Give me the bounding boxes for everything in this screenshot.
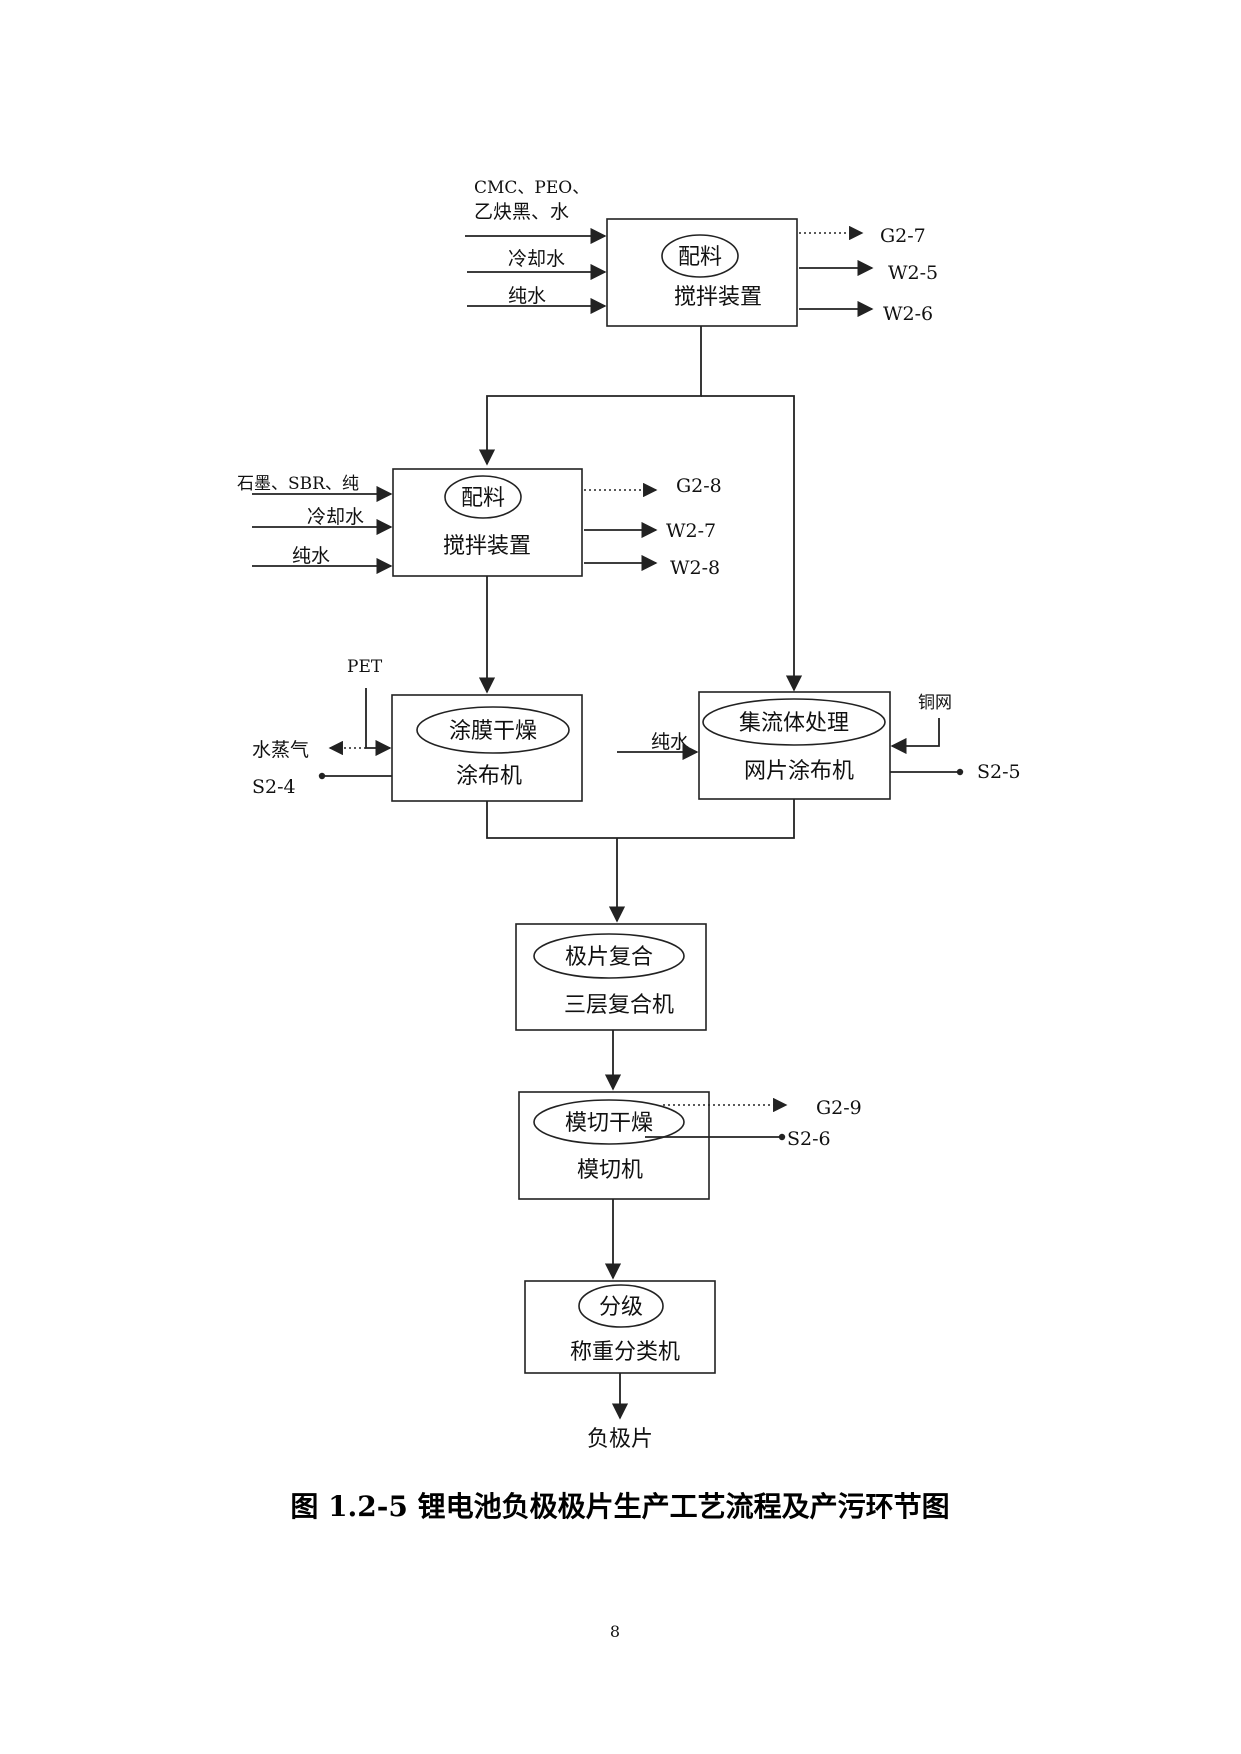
box1-split-connector xyxy=(478,326,803,692)
box5-sub: 三层复合机 xyxy=(564,993,674,1018)
box7-grading: 分级 称重分类机 xyxy=(524,1280,716,1374)
box1-output-w25: W2-5 xyxy=(888,262,938,284)
box3-title: 涂膜干燥 xyxy=(449,719,537,744)
box6-sub: 模切机 xyxy=(577,1158,643,1183)
box2-output-g28: G2-8 xyxy=(676,475,722,497)
box3-sub: 涂布机 xyxy=(456,764,522,789)
box6-output-s26: S2-6 xyxy=(787,1128,831,1150)
box3-coating-dryer: 涂膜干燥 涂布机 xyxy=(391,694,583,802)
box2-sub: 搅拌装置 xyxy=(443,534,531,559)
box7-title: 分级 xyxy=(599,1295,643,1320)
box1-input-1: CMC、PEO、 xyxy=(474,178,589,198)
box1-input-2: 乙炔黑、水 xyxy=(474,201,569,223)
box2-output-w28: W2-8 xyxy=(670,557,720,579)
box2-input-2: 冷却水 xyxy=(307,506,364,528)
box2-outputs: G2-8 W2-7 W2-8 xyxy=(584,475,722,579)
box3-input-pet: PET xyxy=(347,657,383,677)
box1-inputs: CMC、PEO、 乙炔黑、水 冷却水 纯水 xyxy=(465,178,607,315)
box2-title: 配料 xyxy=(461,486,505,511)
box4-solid-s25: S2-5 xyxy=(977,761,1021,783)
box4-input-water: 纯水 xyxy=(651,731,689,753)
box4-input-mesh: 铜网 xyxy=(918,693,952,713)
box2-mixing-unit: 配料 搅拌装置 xyxy=(392,468,583,577)
box2-input-3: 纯水 xyxy=(292,545,330,567)
box2-output-w27: W2-7 xyxy=(666,520,716,542)
box1-mixing-unit: 配料 搅拌装置 xyxy=(606,218,798,327)
box1-outputs: G2-7 W2-5 W2-6 xyxy=(799,225,938,325)
box6-die-cutting: 模切干燥 模切机 xyxy=(518,1091,710,1200)
box1-output-w26: W2-6 xyxy=(883,303,933,325)
box1-input-4: 纯水 xyxy=(508,285,546,307)
box2-inputs: 石墨、SBR、纯 冷却水 纯水 xyxy=(237,474,393,575)
box1-input-3: 冷却水 xyxy=(508,248,565,270)
box6-output-g29: G2-9 xyxy=(816,1097,862,1119)
box5-electrode-laminating: 极片复合 三层复合机 xyxy=(515,923,707,1031)
box1-title: 配料 xyxy=(678,245,722,270)
merge-connector xyxy=(486,799,795,923)
box3-solid-s24: S2-4 xyxy=(252,776,296,798)
box2-input-1: 石墨、SBR、纯 xyxy=(237,474,359,494)
figure-caption: 图 1.2-5 锂电池负极极片生产工艺流程及产污环节图 xyxy=(290,1490,949,1523)
box4-title: 集流体处理 xyxy=(739,711,849,736)
box5-title: 极片复合 xyxy=(565,945,653,970)
box3-io: PET 水蒸气 S2-4 xyxy=(252,657,392,798)
box3-steam: 水蒸气 xyxy=(252,739,309,761)
page-number: 8 xyxy=(610,1622,620,1641)
box6-outputs: G2-9 S2-6 xyxy=(645,1097,862,1150)
box7-sub: 称重分类机 xyxy=(570,1340,680,1365)
product-label: 负极片 xyxy=(587,1427,653,1452)
box4-collector-treatment: 集流体处理 网片涂布机 xyxy=(698,691,891,800)
box1-sub: 搅拌装置 xyxy=(674,285,762,310)
box4-io: 纯水 铜网 S2-5 xyxy=(617,693,1021,783)
box4-sub: 网片涂布机 xyxy=(744,759,854,784)
box6-title: 模切干燥 xyxy=(565,1111,653,1136)
box1-output-g27: G2-7 xyxy=(880,225,926,247)
